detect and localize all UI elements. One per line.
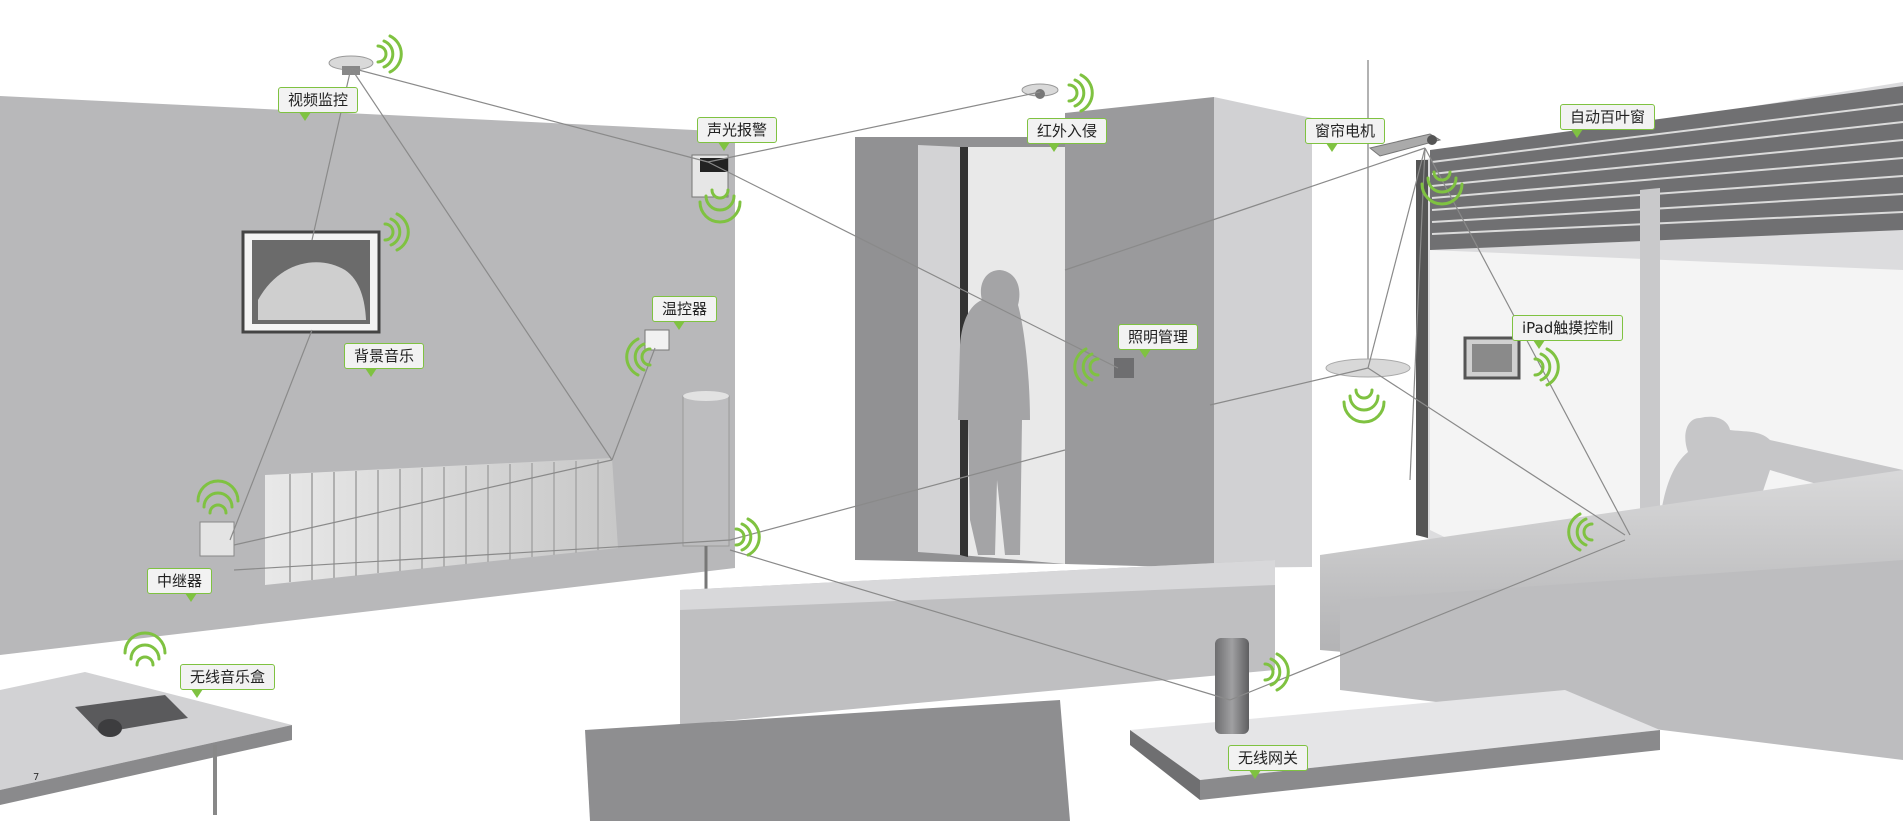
armchair — [585, 700, 1070, 821]
connection-lines — [229, 67, 1631, 701]
repeater-device — [199, 521, 235, 557]
infrared-sensor — [1021, 83, 1059, 99]
blinds-slats — [1431, 103, 1903, 235]
partition-side — [1214, 97, 1312, 568]
label-video-surveillance: 视频监控 — [278, 87, 359, 121]
music-box — [75, 695, 188, 737]
side-table-edge — [0, 725, 292, 805]
ipad-screen — [1472, 344, 1512, 372]
lighting-switch — [1114, 358, 1134, 378]
label-infrared-intrusion: 红外入侵 — [1027, 118, 1108, 152]
label-repeater: 中继器 — [147, 568, 213, 602]
ceiling-light — [1325, 60, 1411, 378]
wifi-signal-icon — [123, 34, 1594, 692]
label-auto-blinds: 自动百叶窗 — [1560, 104, 1656, 138]
label-lighting-management: 照明管理 — [1118, 324, 1199, 358]
label-ipad-control: iPad触摸控制 — [1512, 315, 1624, 349]
doorway — [918, 145, 960, 555]
front-sofa-top — [680, 560, 1275, 610]
pillar-right — [1640, 188, 1660, 520]
radiator — [265, 458, 618, 585]
label-wireless-music-box: 无线音乐盒 — [180, 664, 276, 698]
tv-image-figure — [258, 262, 366, 320]
sofa-seat — [1340, 560, 1903, 760]
coffee-table-front — [1200, 730, 1660, 800]
coffee-table-edge — [1130, 730, 1200, 800]
standing-person — [958, 270, 1030, 555]
floor-lamp — [682, 391, 730, 730]
gateway-icon — [1215, 638, 1249, 734]
page-number: 7 — [33, 772, 40, 783]
label-sound-light-alarm: 声光报警 — [697, 117, 778, 151]
label-wireless-gateway: 无线网关 — [1228, 745, 1309, 779]
label-background-music: 背景音乐 — [344, 343, 425, 377]
blinds — [1430, 86, 1903, 250]
thermostat-device — [644, 329, 670, 351]
side-table — [0, 672, 292, 790]
window-frame — [1416, 160, 1428, 538]
curtain-motor — [1368, 133, 1442, 157]
label-curtain-motor: 窗帘电机 — [1305, 118, 1386, 152]
label-thermostat: 温控器 — [652, 296, 718, 330]
